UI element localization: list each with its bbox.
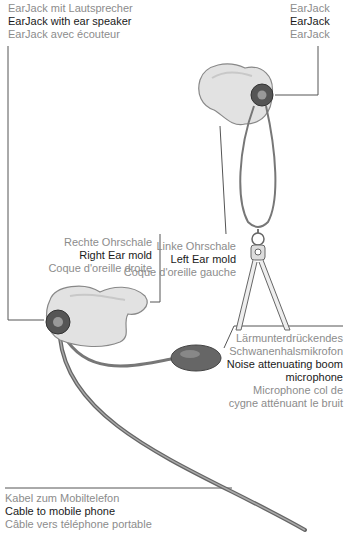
right-ear-mold (47, 286, 148, 346)
part-label: Lärmunterdrückendes Schwanenhalsmikrofon (221, 332, 343, 358)
label-group: EarJackEarJackEarJack (290, 2, 342, 41)
earjack (251, 84, 273, 106)
microphone-highlight (180, 350, 200, 358)
lanyard-loop (240, 106, 275, 227)
part-label: Right Ear mold (7, 249, 152, 262)
label-group: Linke OhrschaleLeft Ear moldCoque d'orei… (96, 240, 236, 279)
part-label: EarJack mit Lautsprecher (8, 2, 188, 15)
part-label: EarJack (290, 28, 342, 41)
part-label: EarJack avec écouteur (8, 28, 188, 41)
leader-line (275, 46, 318, 95)
mold-shading (212, 73, 252, 79)
clip-leg (259, 260, 290, 330)
part-label: Cable to mobile phone (5, 505, 205, 518)
part-label: EarJack with ear speaker (8, 15, 188, 28)
part-label: EarJack (290, 2, 342, 15)
clip-ring (252, 233, 264, 245)
clip-pivot (255, 249, 261, 255)
leader-line (8, 46, 44, 320)
leader-line (220, 126, 226, 234)
part-label: Kabel zum Mobiltelefon (5, 492, 205, 505)
part-label: Left Ear mold (96, 253, 236, 266)
label-group: Kabel zum MobiltelefonCable to mobile ph… (5, 492, 205, 531)
clip-leg (236, 260, 257, 330)
part-label: Coque d'oreille gauche (96, 266, 236, 279)
microphone-head (171, 345, 221, 371)
label-group: EarJack mit LautsprecherEarJack with ear… (8, 2, 188, 41)
mold-shading (70, 295, 125, 300)
label-group: Lärmunterdrückendes Schwanenhalsmikrofon… (221, 332, 343, 410)
earjack-speaker (46, 310, 70, 334)
part-label: Noise attenuating boom microphone (221, 358, 343, 384)
earjack-center (258, 91, 267, 100)
earjack-speaker-center (53, 317, 63, 327)
clip-body (251, 245, 265, 260)
part-label: EarJack (290, 15, 342, 28)
left-ear-mold (199, 64, 273, 125)
part-label: Câble vers téléphone portable (5, 518, 205, 531)
part-label: Rechte Ohrschale (7, 236, 152, 249)
part-label: Microphone col de cygne atténuant le bru… (221, 384, 343, 410)
part-label: Linke Ohrschale (96, 240, 236, 253)
leader-line (5, 488, 232, 489)
